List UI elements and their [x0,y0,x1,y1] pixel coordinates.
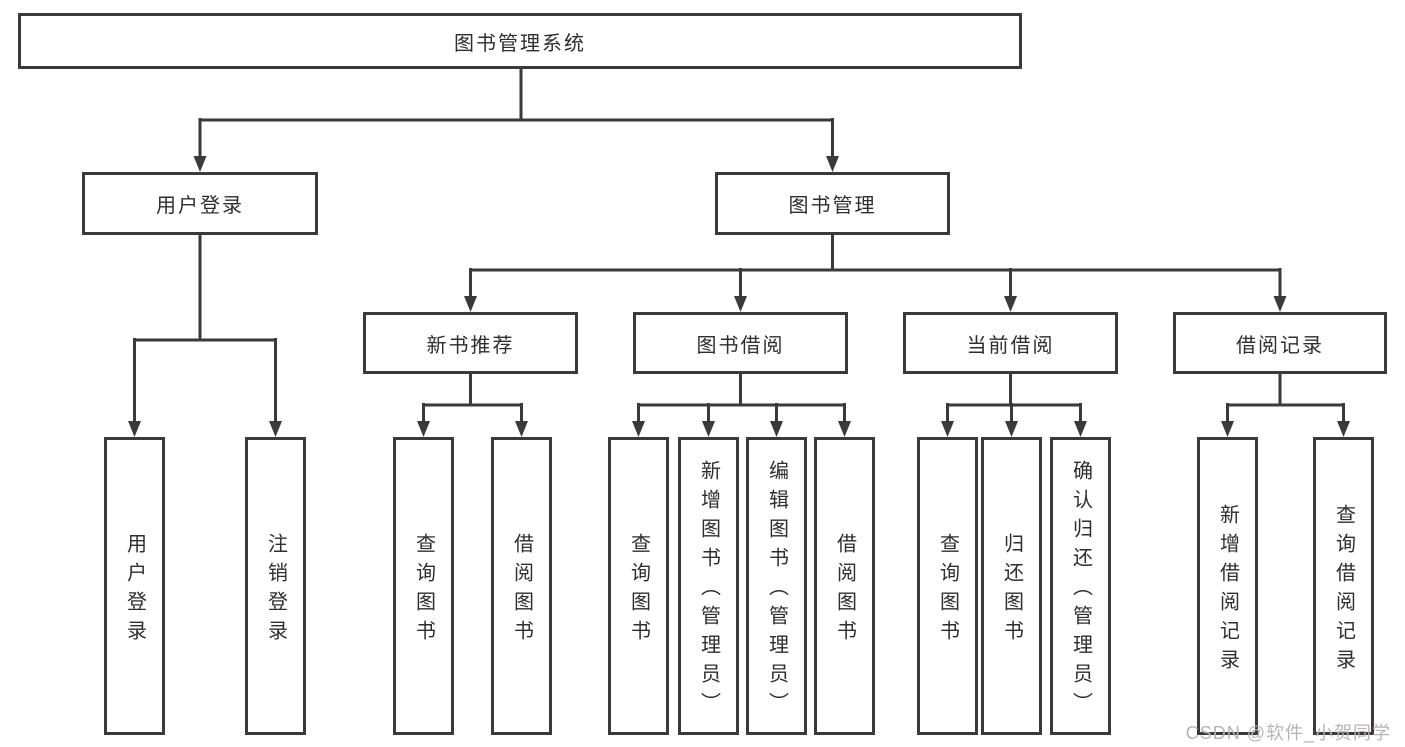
node-book-borrow: 图书借阅 [633,312,848,374]
leaf-add-books-admin-label: 新增图书（管理员） [697,460,720,721]
leaf-query-books-recommend-label: 查询图书 [412,532,435,649]
leaf-query-books-current: 查询图书 [917,437,978,735]
arrowheads-book-borrow [632,421,851,437]
leaf-borrow-books-label: 借阅图书 [833,532,856,649]
leaf-edit-books-admin: 编辑图书（管理员） [746,437,807,735]
leaf-user-login: 用户登录 [104,437,165,735]
leaf-confirm-return-admin-label: 确认归还（管理员） [1069,460,1092,721]
node-borrow-record: 借阅记录 [1173,312,1387,374]
leaf-user-login-label: 用户登录 [123,532,146,649]
leaf-borrow-books: 借阅图书 [814,437,875,735]
node-book-management: 图书管理 [715,172,950,235]
leaf-return-books-label: 归还图书 [1000,532,1023,649]
connector-borrow-record-to-leaves [1226,374,1345,423]
leaf-add-borrow-record-label: 新增借阅记录 [1216,503,1239,678]
node-root-system: 图书管理系统 [18,13,1022,69]
connector-root-to-level2 [198,68,834,158]
leaf-logout: 注销登录 [245,437,306,735]
node-new-book-recommend: 新书推荐 [363,312,578,374]
leaf-borrow-books-recommend: 借阅图书 [491,437,552,735]
connector-current-borrow-to-leaves [946,374,1082,423]
connector-book-management-to-level3 [469,235,1282,298]
leaf-query-borrow-record-label: 查询借阅记录 [1332,503,1355,678]
arrowheads-borrow-record [1221,421,1350,437]
leaf-edit-books-admin-label: 编辑图书（管理员） [765,460,788,721]
leaf-query-books-current-label: 查询图书 [936,532,959,649]
leaf-query-books-borrow-label: 查询图书 [627,532,650,649]
connector-book-borrow-to-leaves [637,374,846,423]
leaf-query-books-recommend: 查询图书 [393,437,454,735]
arrowheads-user-login [128,421,282,437]
connector-user-login-to-leaves [133,235,277,423]
node-user-login: 用户登录 [82,172,318,235]
node-current-borrow: 当前借阅 [903,312,1118,374]
leaf-logout-label: 注销登录 [264,532,287,649]
leaf-add-books-admin: 新增图书（管理员） [678,437,739,735]
leaf-return-books: 归还图书 [981,437,1042,735]
leaf-confirm-return-admin: 确认归还（管理员） [1050,437,1111,735]
arrowheads-root-to-level2 [193,156,839,172]
leaf-add-borrow-record: 新增借阅记录 [1197,437,1258,735]
csdn-watermark: CSDN @软件_小贺同学 [1185,723,1391,743]
leaf-borrow-books-recommend-label: 借阅图书 [510,532,533,649]
arrowheads-new-book [417,421,528,437]
arrowheads-level3 [464,296,1287,312]
leaf-query-books-borrow: 查询图书 [608,437,669,735]
connector-new-book-to-leaves [422,374,523,423]
arrowheads-current-borrow [941,421,1087,437]
leaf-query-borrow-record: 查询借阅记录 [1313,437,1374,735]
